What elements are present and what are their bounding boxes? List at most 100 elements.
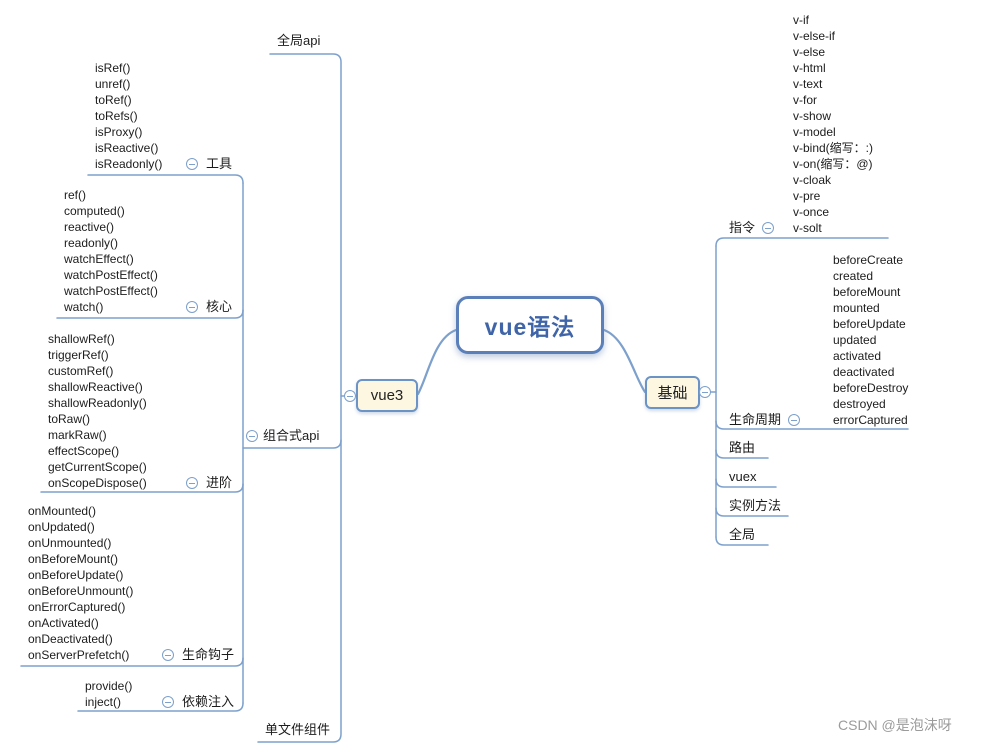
subtopic-global[interactable]: 全局 (729, 527, 756, 542)
collapse-icon[interactable] (186, 477, 198, 489)
list-item[interactable]: beforeMount (833, 285, 901, 299)
list-item[interactable]: v-cloak (793, 173, 832, 187)
list-item[interactable]: destroyed (833, 397, 886, 411)
branch-line (242, 439, 342, 449)
list-item[interactable]: ref() (64, 188, 86, 202)
list-item[interactable]: v-bind(缩写：:) (793, 141, 874, 155)
subtopic-composition-api[interactable]: 组合式api (263, 428, 320, 443)
list-item[interactable]: beforeCreate (833, 253, 904, 267)
list-item[interactable]: onScopeDispose() (48, 476, 147, 490)
collapse-icon[interactable] (699, 386, 711, 398)
list-item[interactable]: watchPostEffect() (64, 268, 158, 282)
list-item[interactable]: isProxy() (95, 125, 143, 139)
list-item[interactable]: watch() (64, 300, 104, 314)
collapse-icon[interactable] (162, 649, 174, 661)
list-item[interactable]: activated (833, 349, 882, 363)
list-item[interactable]: updated (833, 333, 877, 347)
subtopic-sfc[interactable]: 单文件组件 (265, 722, 331, 737)
list-item[interactable]: onDeactivated() (28, 632, 113, 646)
list-item[interactable]: v-text (793, 77, 823, 91)
collapse-icon[interactable] (788, 414, 800, 426)
list-item[interactable]: beforeUpdate (833, 317, 906, 331)
list-item[interactable]: computed() (64, 204, 125, 218)
list-item[interactable]: shallowReadonly() (48, 396, 147, 410)
collapse-icon[interactable] (186, 301, 198, 313)
list-item[interactable]: isReactive() (95, 141, 159, 155)
list-item[interactable]: provide() (85, 679, 133, 693)
list-item[interactable]: v-model (793, 125, 836, 139)
group-label-lifecycle-hooks[interactable]: 生命钩子 (182, 647, 235, 662)
list-item[interactable]: errorCaptured (833, 413, 908, 427)
list-item[interactable]: v-show (793, 109, 832, 123)
list-item[interactable]: onErrorCaptured() (28, 600, 126, 614)
list-item[interactable]: onBeforeUpdate() (28, 568, 124, 582)
branch-line (87, 174, 244, 184)
list-item[interactable]: v-on(缩写：@) (793, 157, 873, 171)
list-item[interactable]: watchPostEffect() (64, 284, 158, 298)
collapse-icon[interactable] (162, 696, 174, 708)
list-item[interactable]: customRef() (48, 364, 114, 378)
directives-leaf-list: v-if v-else-if v-else v-html v-text v-fo… (793, 12, 873, 236)
lifecycle-hooks-leaf-list: onMounted() onUpdated() onUnmounted() on… (28, 503, 133, 663)
list-item[interactable]: reactive() (64, 220, 115, 234)
branch-line (77, 702, 244, 712)
list-item[interactable]: v-html (793, 61, 826, 75)
list-item[interactable]: onServerPrefetch() (28, 648, 130, 662)
group-label-core[interactable]: 核心 (206, 299, 233, 314)
group-label-lifecycle[interactable]: 生命周期 (729, 412, 782, 427)
list-item[interactable]: onActivated() (28, 616, 99, 630)
list-item[interactable]: v-for (793, 93, 817, 107)
list-item[interactable]: markRaw() (48, 428, 107, 442)
subtopic-router[interactable]: 路由 (729, 440, 756, 455)
subtopic-vuex[interactable]: vuex (729, 469, 757, 484)
list-item[interactable]: onMounted() (28, 504, 97, 518)
list-item[interactable]: inject() (85, 695, 122, 709)
list-item[interactable]: deactivated (833, 365, 895, 379)
list-item[interactable]: mounted (833, 301, 880, 315)
list-item[interactable]: shallowReactive() (48, 380, 143, 394)
list-item[interactable]: v-if (793, 13, 809, 27)
root-topic[interactable]: vue语法 (456, 296, 604, 354)
list-item[interactable]: toRef() (95, 93, 132, 107)
list-item[interactable]: readonly() (64, 236, 119, 250)
list-item[interactable]: v-solt (793, 221, 822, 235)
list-item[interactable]: v-else-if (793, 29, 836, 43)
list-item[interactable]: getCurrentScope() (48, 460, 147, 474)
tools-leaf-list: isRef() unref() toRef() toRefs() isProxy… (95, 60, 162, 172)
collapse-icon[interactable] (762, 222, 774, 234)
list-item[interactable]: isReadonly() (95, 157, 163, 171)
branch-line (715, 536, 769, 546)
branch-line (602, 328, 647, 394)
main-topic-basics[interactable]: 基础 (645, 376, 700, 409)
group-label-tools[interactable]: 工具 (206, 156, 233, 171)
list-item[interactable]: onUpdated() (28, 520, 95, 534)
list-item[interactable]: onBeforeMount() (28, 552, 119, 566)
group-label-directives[interactable]: 指令 (729, 220, 756, 235)
group-label-provide-inject[interactable]: 依赖注入 (182, 694, 235, 709)
collapse-icon[interactable] (186, 158, 198, 170)
list-item[interactable]: v-pre (793, 189, 821, 203)
list-item[interactable]: beforeDestroy (833, 381, 909, 395)
list-item[interactable]: onBeforeUnmount() (28, 584, 134, 598)
list-item[interactable]: toRaw() (48, 412, 91, 426)
subtopic-instance-methods[interactable]: 实例方法 (729, 498, 782, 513)
list-item[interactable]: created (833, 269, 874, 283)
list-item[interactable]: onUnmounted() (28, 536, 112, 550)
list-item[interactable]: triggerRef() (48, 348, 109, 362)
list-item[interactable]: watchEffect() (64, 252, 134, 266)
list-item[interactable]: toRefs() (95, 109, 138, 123)
watermark: CSDN @是泡沫呀 (838, 717, 952, 733)
collapse-icon[interactable] (344, 390, 356, 402)
branch-line (20, 657, 244, 667)
main-topic-vue3[interactable]: vue3 (356, 379, 418, 412)
list-item[interactable]: shallowRef() (48, 332, 115, 346)
list-item[interactable]: v-once (793, 205, 830, 219)
branch-line (715, 449, 769, 459)
list-item[interactable]: v-else (793, 45, 826, 59)
subtopic-global-api[interactable]: 全局api (277, 33, 321, 48)
list-item[interactable]: isRef() (95, 61, 131, 75)
list-item[interactable]: unref() (95, 77, 131, 91)
group-label-advanced[interactable]: 进阶 (206, 475, 233, 490)
collapse-icon[interactable] (246, 430, 258, 442)
list-item[interactable]: effectScope() (48, 444, 120, 458)
